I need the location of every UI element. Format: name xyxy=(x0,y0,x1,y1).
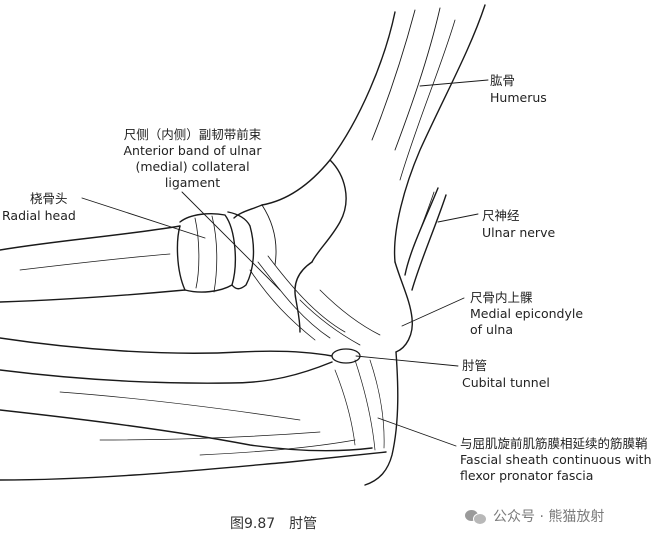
forearm-flexor-drawing xyxy=(0,337,399,486)
wechat-icon xyxy=(465,508,487,525)
fascial-sheath-label-zh: 与屈肌旋前肌筋膜相延续的筋膜鞘 xyxy=(460,436,648,451)
ulnar-nerve-label-en: Ulnar nerve xyxy=(482,225,556,240)
leader-lines xyxy=(81,79,489,447)
humerus-label-zh: 肱骨 xyxy=(490,73,516,88)
cubital-tunnel-label-zh: 肘管 xyxy=(462,358,488,373)
epicondyle-label-zh: 尺骨内上髁 xyxy=(470,290,533,305)
ulnar-nerve-label-zh: 尺神经 xyxy=(482,208,520,223)
humerus-label-en: Humerus xyxy=(490,90,547,105)
humerus-drawing xyxy=(261,4,486,263)
radius-drawing xyxy=(0,211,255,303)
ulnar-nerve-drawing xyxy=(404,187,447,291)
figure-caption: 图9.87 肘管 xyxy=(230,516,318,532)
fascial-sheath-label-en-2: flexor pronator fascia xyxy=(460,468,594,483)
ligament-fibers xyxy=(249,255,381,346)
cubital-tunnel-label-en: Cubital tunnel xyxy=(462,375,550,390)
epicondyle-label-en-2: of ulna xyxy=(470,322,513,337)
trochlea-drawing xyxy=(233,159,413,353)
watermark-text: 公众号 · 熊猫放射 xyxy=(493,509,605,525)
ligament-label-en-1: Anterior band of ulnar xyxy=(123,143,262,158)
watermark: 公众号 · 熊猫放射 xyxy=(465,506,604,526)
radial-head-label-en: Radial head xyxy=(2,208,76,223)
ligament-label-en-2: (medial) collateral xyxy=(135,159,250,174)
radial-head-label-zh: 桡骨头 xyxy=(30,191,68,206)
ligament-label-zh: 尺侧（内侧）副韧带前束 xyxy=(123,127,262,142)
fascial-sheath-label-en-1: Fascial sheath continuous with xyxy=(460,452,652,467)
ligament-label-en-3: ligament xyxy=(164,175,221,190)
epicondyle-label-en-1: Medial epicondyle xyxy=(470,306,584,321)
